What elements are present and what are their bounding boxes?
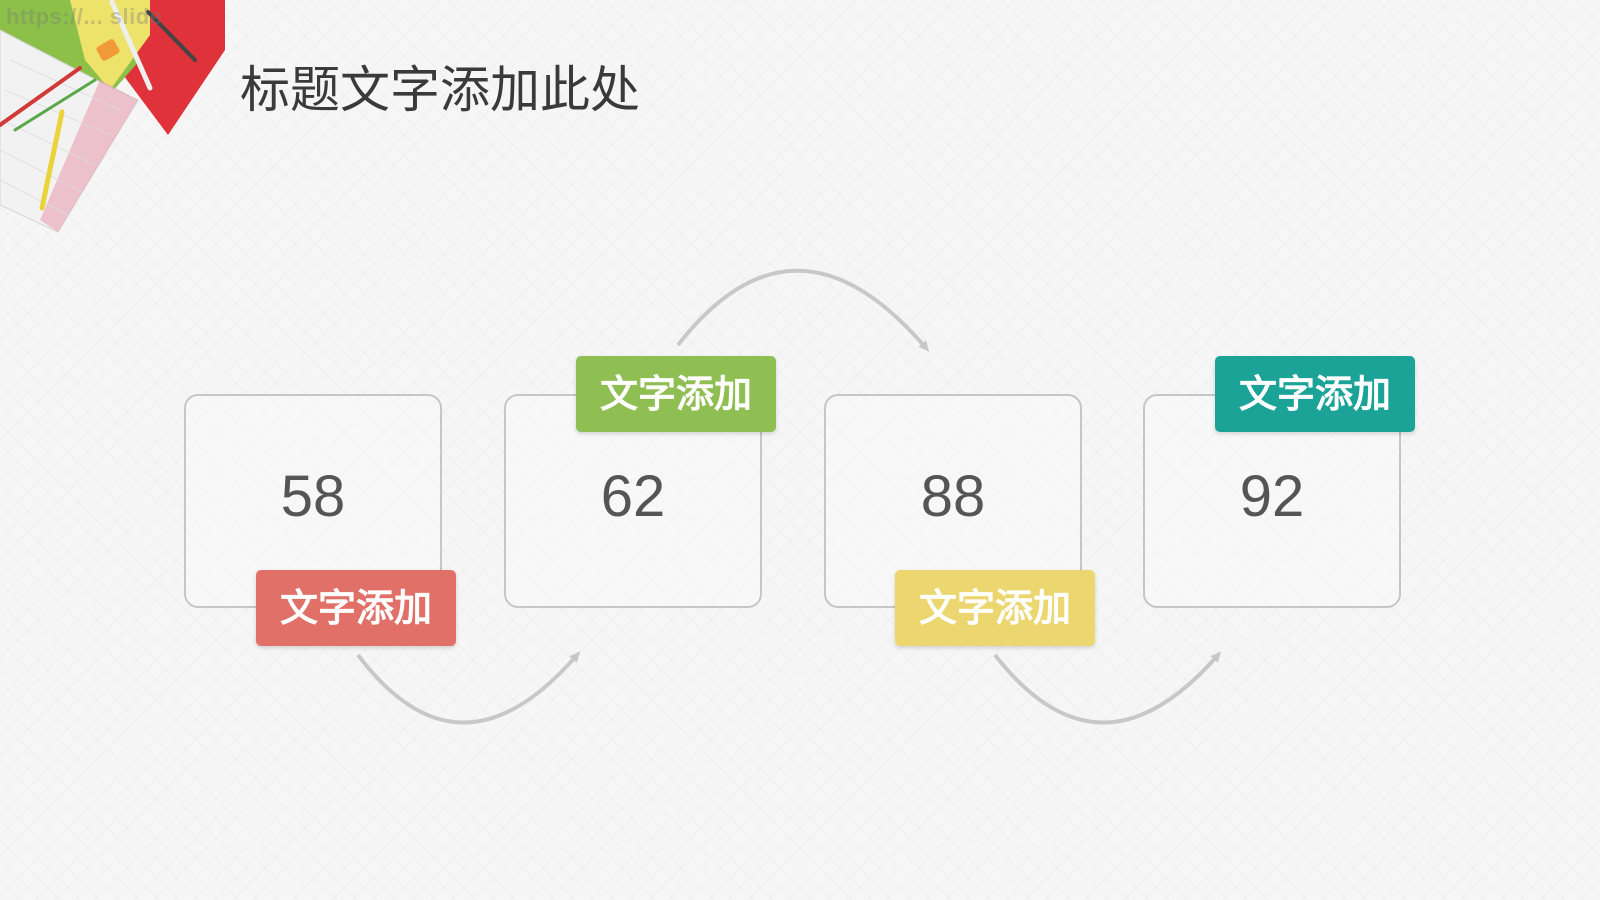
stage-tag-2: 文字添加 xyxy=(576,356,776,432)
stationery-decoration xyxy=(0,0,225,233)
arrow-1-to-2 xyxy=(356,651,581,725)
page-title: 标题文字添加此处 xyxy=(240,61,640,119)
stage-value-4: 92 xyxy=(1239,464,1305,529)
arrow-2-to-3 xyxy=(676,268,930,352)
watermark-text: https://... slide xyxy=(6,4,163,29)
stage-value-2: 62 xyxy=(600,464,666,529)
stage-tag-3: 文字添加 xyxy=(895,570,1095,646)
stage-tag-1: 文字添加 xyxy=(256,570,456,646)
arrow-3-to-4 xyxy=(993,651,1222,725)
stage-value-3: 88 xyxy=(920,464,986,529)
stage-tag-4: 文字添加 xyxy=(1215,356,1415,432)
stage-value-1: 58 xyxy=(280,464,346,529)
